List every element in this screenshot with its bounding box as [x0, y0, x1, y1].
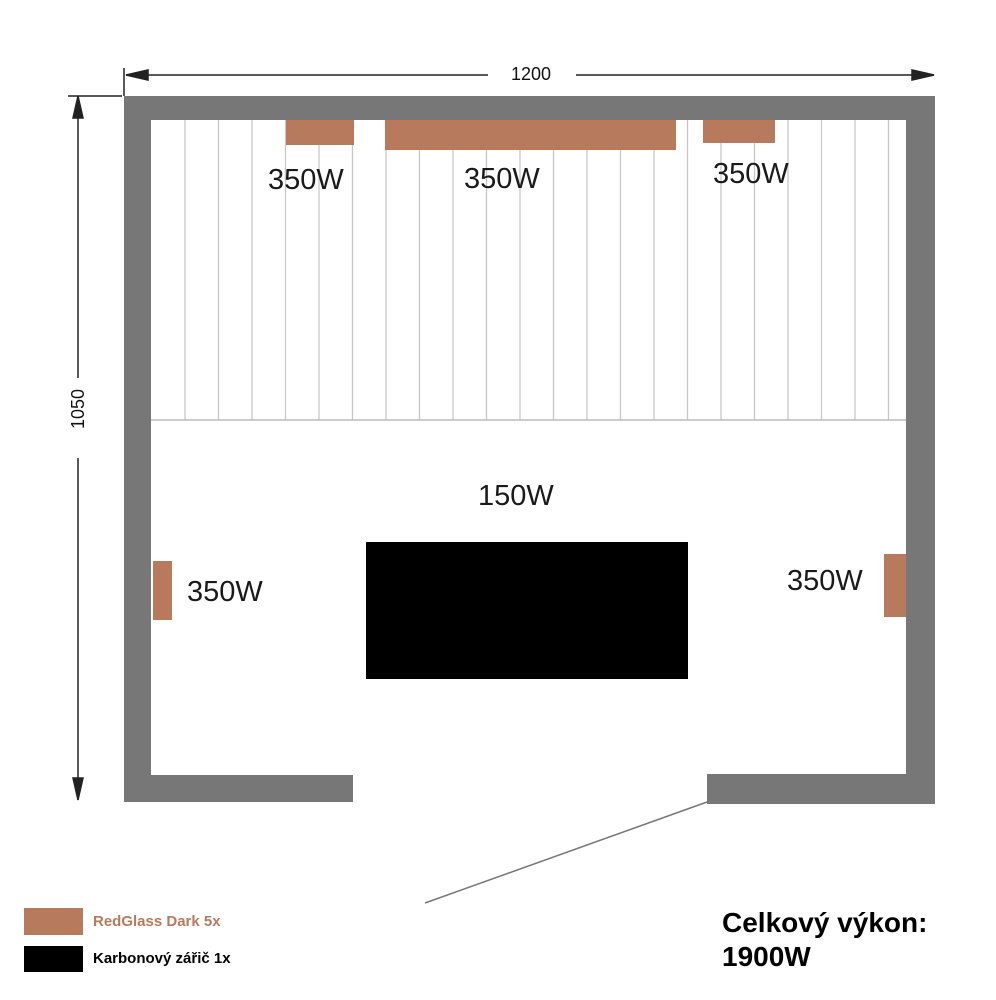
carbon-heater — [366, 542, 688, 679]
heater-side-right — [884, 554, 906, 617]
width-label: 1200 — [511, 64, 552, 84]
legend-redglass-label: RedGlass Dark 5x — [93, 913, 221, 930]
total-power-label: Celkový výkon: — [722, 907, 928, 938]
redglass-heaters — [153, 120, 906, 620]
walls — [124, 96, 935, 804]
heater-side-left — [153, 561, 172, 620]
legend-carbon-label: Karbonový zářič 1x — [93, 950, 231, 967]
heater-back-left — [286, 120, 354, 145]
wall-back — [124, 96, 935, 120]
watt-back-right: 350W — [713, 158, 789, 190]
door-swing-line — [424, 801, 708, 904]
watt-back-center: 350W — [464, 163, 540, 195]
heater-back-center — [385, 120, 676, 150]
total-power-value: 1900W — [722, 941, 811, 972]
depth-dimension-line — [68, 95, 122, 801]
watt-floor-carbon: 150W — [478, 480, 554, 512]
wall-front-left — [124, 775, 353, 802]
watt-side-right: 350W — [787, 565, 863, 597]
depth-label: 1050 — [68, 388, 88, 429]
heater-back-right — [703, 120, 775, 143]
watt-back-left: 350W — [268, 164, 344, 196]
wall-front-right — [707, 774, 935, 804]
watt-side-left: 350W — [187, 576, 263, 608]
legend-carbon-swatch — [24, 946, 83, 972]
bench-planks — [184, 120, 890, 420]
wall-right — [906, 96, 935, 804]
legend-redglass-swatch — [24, 908, 83, 935]
wall-left — [124, 96, 151, 802]
width-dimension-line — [123, 68, 935, 96]
